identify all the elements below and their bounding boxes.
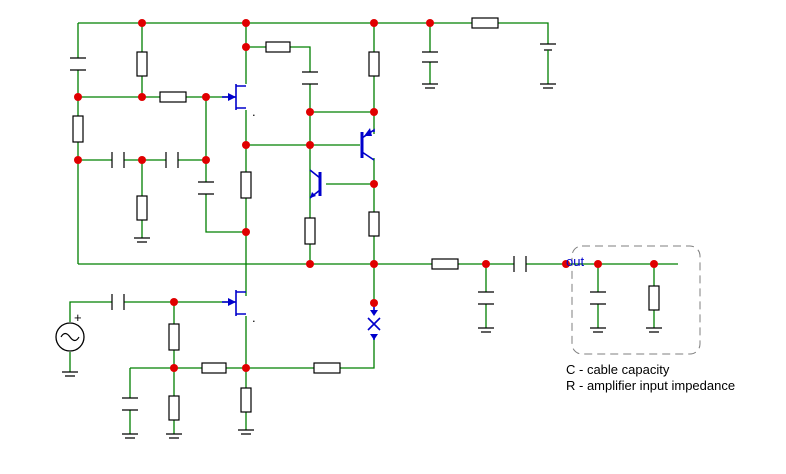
resistor [368, 211, 380, 237]
resistor [168, 395, 180, 421]
capacitor [198, 181, 214, 195]
ground-icon [62, 371, 78, 377]
output-label: out [566, 254, 584, 269]
ground-icon [540, 83, 556, 89]
probe-icon [367, 304, 381, 340]
legend-impedance: R - amplifier input impedance [566, 378, 735, 393]
resistor [136, 195, 148, 221]
resistor [240, 171, 252, 199]
ac-source-icon: + [55, 310, 85, 352]
resistor [648, 285, 660, 311]
resistor [240, 387, 252, 413]
resistor [136, 51, 148, 77]
resistor [265, 41, 291, 53]
capacitor [111, 152, 125, 168]
capacitor [302, 71, 318, 85]
ground-icon [422, 83, 438, 89]
capacitor [70, 57, 86, 71]
resistor [471, 17, 499, 29]
capacitor [478, 291, 494, 305]
jfet-upper-icon [222, 84, 246, 110]
wires [69, 22, 678, 434]
ground-icon [478, 327, 494, 333]
capacitors [70, 51, 606, 411]
jfet-lower-icon [222, 290, 246, 316]
resistor [431, 258, 459, 270]
svg-text:.: . [252, 104, 256, 119]
junctions [74, 19, 658, 372]
ground-icon [646, 327, 662, 333]
ground-symbols [62, 83, 662, 439]
ground-icon [166, 433, 182, 439]
npn-transistor-icon [309, 169, 322, 199]
resistor [72, 115, 84, 143]
ground-icon [122, 433, 138, 439]
resistor [168, 323, 180, 351]
resistor [159, 91, 187, 103]
ground-icon [590, 327, 606, 333]
battery-icon [540, 43, 556, 84]
pnp-transistor-icon [360, 128, 375, 161]
ground-icon [134, 237, 150, 243]
resistors [72, 17, 660, 421]
capacitor [165, 152, 179, 168]
legend-capacity: C - cable capacity [566, 362, 670, 377]
resistor [304, 217, 316, 245]
source-plus-sign: + [74, 310, 82, 325]
transistors: . . [222, 84, 375, 325]
capacitor [513, 256, 527, 272]
capacitor [111, 294, 125, 310]
resistor [313, 362, 341, 374]
capacitor [422, 51, 438, 63]
capacitor [122, 397, 138, 411]
resistor [201, 362, 227, 374]
svg-text:.: . [252, 310, 256, 325]
resistor [368, 51, 380, 77]
capacitor [590, 291, 606, 305]
ground-icon [238, 429, 254, 435]
load-box [571, 245, 701, 355]
